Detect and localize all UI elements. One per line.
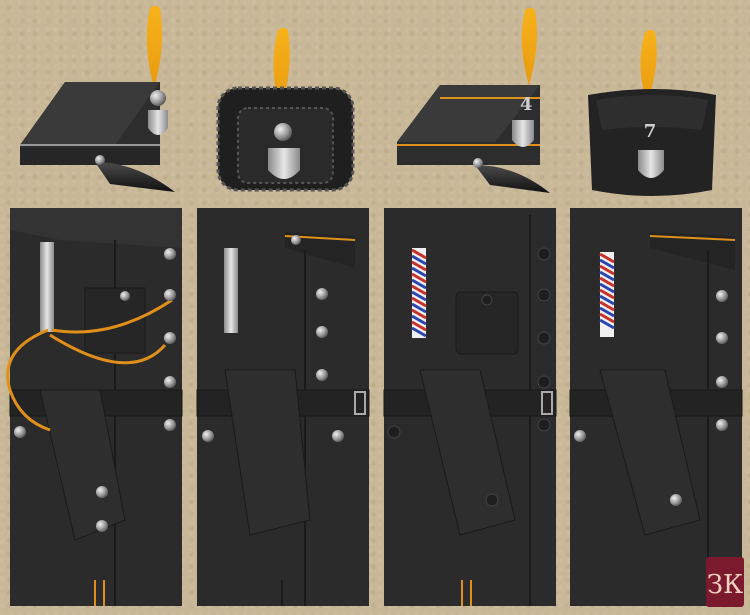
cap-peaked-3: 4: [397, 8, 550, 193]
publisher-logo: ЗК: [706, 557, 744, 607]
logo-glyph: ЗК: [707, 570, 743, 600]
cap-peak-1: [95, 162, 175, 192]
tunic-panel-2: [196, 208, 370, 606]
cap-peak-3: [475, 165, 550, 193]
badge-3: [512, 120, 534, 147]
cap-round-4: 7: [588, 30, 716, 196]
tunic-panel-1: [6, 208, 183, 606]
cap-number-4: 7: [644, 121, 657, 142]
plume-3: [521, 8, 537, 85]
badge-1: [148, 110, 168, 135]
plume-4: [640, 30, 657, 102]
tunic-panel-3: [383, 208, 557, 606]
cap-peaked-1: [20, 6, 175, 192]
cap-fur-2: [216, 28, 355, 192]
breast-pocket-3: [455, 291, 519, 355]
cap-number-3: 4: [520, 94, 533, 115]
plume-1: [146, 6, 162, 88]
tricolor-cord-3: [411, 248, 427, 338]
tricolor-cord-4: [599, 252, 615, 337]
collar-piping-4: [649, 235, 736, 241]
shoulder-strap-2: [224, 248, 238, 333]
badge-4: [638, 150, 664, 178]
shoulder-strap-1: [40, 242, 54, 332]
tunic-panel-4: [569, 208, 743, 606]
aiguillette-cord-1: [6, 298, 173, 432]
badge-2: [268, 148, 300, 179]
